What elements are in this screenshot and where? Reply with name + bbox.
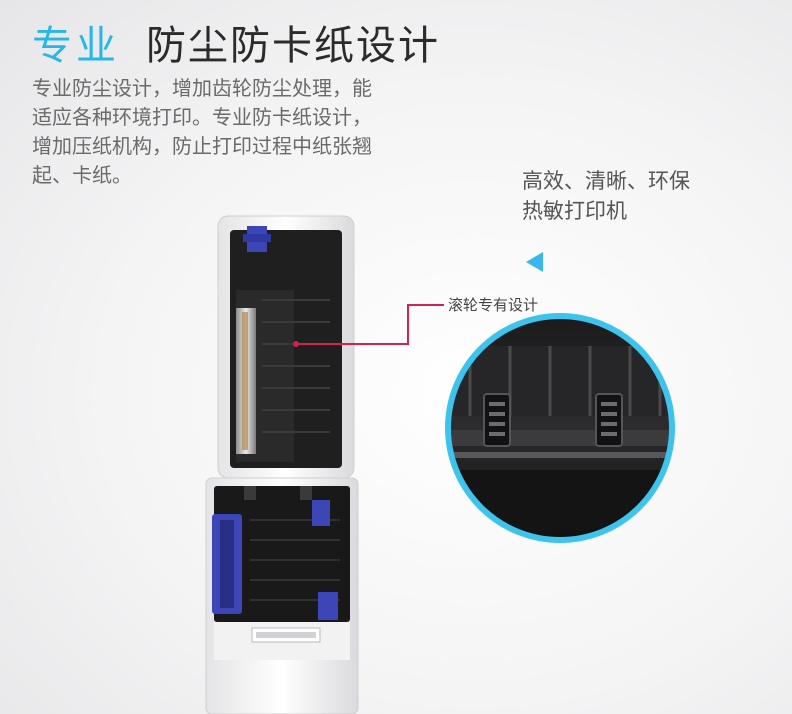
zoom-detail (445, 313, 675, 543)
feature-line: 热敏打印机 (522, 199, 627, 223)
feature-tagline: 高效、清晰、环保 热敏打印机 (522, 166, 690, 226)
callout-dot (293, 341, 299, 347)
printer-lid (217, 215, 355, 479)
description-line: 适应各种环境打印。专业防卡纸设计， (32, 105, 372, 129)
title-main: 防尘防卡纸设计 (146, 23, 440, 69)
page-title: 专业防尘防卡纸设计 (32, 20, 440, 72)
title-accent: 专业 (32, 23, 120, 69)
triangle-left-icon (526, 252, 543, 272)
description: 专业防尘设计，增加齿轮防尘处理，能 适应各种环境打印。专业防卡纸设计， 增加压纸… (32, 74, 422, 190)
callout-label: 滚轮专有设计 (448, 296, 539, 314)
printer-base (205, 477, 359, 714)
description-line: 起、卡纸。 (32, 163, 132, 187)
description-line: 增加压纸机构，防止打印过程中纸张翘 (32, 134, 372, 158)
feature-line: 高效、清晰、环保 (522, 169, 690, 193)
description-line: 专业防尘设计，增加齿轮防尘处理，能 (32, 76, 372, 100)
callout-line (296, 304, 444, 345)
